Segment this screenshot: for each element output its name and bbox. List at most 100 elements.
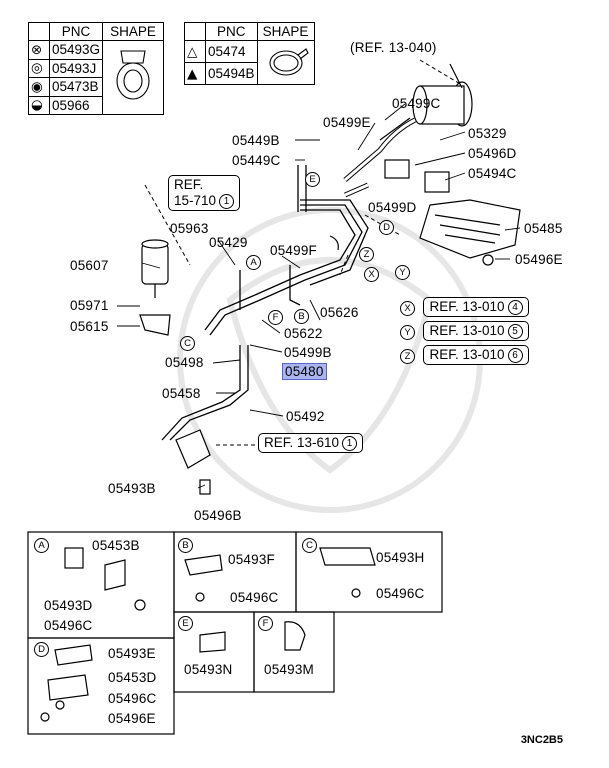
part-label-05485[interactable]: 05485 [524,221,563,236]
ref-index-circle: 4 [507,299,523,315]
protector-plate [419,199,521,266]
part-label-05498[interactable]: 05498 [165,355,204,370]
callout-a: A [246,255,261,270]
part-label-05329[interactable]: 05329 [468,126,507,141]
part-label-05492[interactable]: 05492 [286,409,325,424]
part-label-05449B[interactable]: 05449B [232,133,280,148]
table-row-pnc: 05966 [48,95,104,115]
part-label-05429[interactable]: 05429 [209,235,248,250]
callout-b: B [294,309,309,324]
inset-a-label-1[interactable]: 05453B [92,538,140,553]
leader-lines [117,103,521,489]
ref-13-040-label: (REF. 13-040) [350,40,437,55]
part-label-05626[interactable]: 05626 [320,305,359,320]
table-corner [28,22,50,41]
callout-x: X [400,301,415,316]
part-label-05499D[interactable]: 05499D [368,200,417,215]
part-label-05607[interactable]: 05607 [70,258,109,273]
part-label-05499E[interactable]: 05499E [323,115,371,130]
callout-d: D [379,220,394,235]
part-label-05963[interactable]: 05963 [170,221,209,236]
callout-x-diagram: X [364,267,379,282]
part-label-05496E[interactable]: 05496E [515,252,563,267]
part-label-05496B[interactable]: 05496B [194,508,242,523]
table-row-pnc: 05474 [205,40,258,63]
brackets [139,235,339,495]
inset-d-label-3[interactable]: 05496C [108,691,157,706]
table-row-symbol: ◒ [28,95,50,115]
callout-y-diagram: Y [395,265,410,280]
table-corner [184,22,206,41]
part-label-05458[interactable]: 05458 [162,386,201,401]
inset-e-label-1[interactable]: 05493N [184,662,233,677]
part-label-05499B[interactable]: 05499B [284,345,332,360]
inset-d-label-4[interactable]: 05496E [108,711,156,726]
inset-c-letter: C [302,538,317,553]
part-label-05499C[interactable]: 05499C [392,96,441,111]
table-row-symbol: ◉ [28,77,50,97]
pnc-table-clamps: PNC SHAPE ⊗ 05493G ◎ 05493J ◉ 05473B ◒ 0… [28,22,165,115]
ref-index-circle: 1 [342,435,358,451]
table-row-symbol: ⊗ [28,40,50,60]
clamp-shape-image [102,40,165,115]
inset-d-label-1[interactable]: 05493E [108,646,156,661]
upper-hoses [343,117,450,198]
callout-z: Z [400,349,415,364]
inset-c-label-1[interactable]: 05493H [376,550,425,565]
inset-parts [40,547,376,722]
table-row-symbol: ▲ [184,62,206,85]
part-label-05449C[interactable]: 05449C [232,153,281,168]
part-label-05499F[interactable]: 05499F [270,243,317,258]
inset-f-label-1[interactable]: 05493M [264,662,314,677]
part-label-05622[interactable]: 05622 [284,326,323,341]
diagram-code: 3NC2B5 [520,734,563,746]
part-label-05496D[interactable]: 05496D [468,146,517,161]
inset-frames [27,531,443,735]
inset-d-label-2[interactable]: 05453D [108,670,157,685]
callout-z-diagram: Z [359,247,374,262]
ref-text: REF. 13-010 [429,323,505,338]
callout-y: Y [400,325,415,340]
inset-a-letter: A [34,538,49,553]
table-row-pnc: 05493G [48,40,104,60]
part-label-05493B[interactable]: 05493B [108,481,156,496]
part-label-05615[interactable]: 05615 [70,319,109,334]
ref-index-circle: 6 [507,347,523,363]
callout-c: C [180,336,195,351]
table-row-pnc: 05494B [205,62,258,85]
ref-index-circle: 5 [507,323,523,339]
canister [379,63,473,141]
inset-a-label-2[interactable]: 05493D [44,598,93,613]
table-row-pnc: 05493J [48,58,104,78]
table-header-shape: SHAPE [102,22,165,41]
ref-number: 15-710 [174,193,217,208]
inset-f-letter: F [258,616,273,631]
part-label-05971[interactable]: 05971 [70,298,109,313]
part-label-05480-highlighted[interactable]: 05480 [282,363,327,380]
fuel-pump [141,239,169,298]
inset-b-letter: B [178,538,193,553]
inset-c-label-2[interactable]: 05496C [376,586,425,601]
inset-b-label-2[interactable]: 05496C [230,590,279,605]
ref-text: REF. 13-010 [429,347,505,362]
callout-f: F [268,310,283,325]
inset-e-letter: E [178,616,193,631]
reference-arrows [144,59,463,446]
fuel-tubes [161,165,369,441]
callout-e: E [305,172,320,187]
table-header-pnc: PNC [48,22,104,41]
part-label-05494C[interactable]: 05494C [468,166,517,181]
inset-a-label-3[interactable]: 05496C [44,618,93,633]
ref-index-circle: 1 [219,193,235,209]
table-header-pnc: PNC [205,22,258,41]
ref-text: REF. 13-610 [264,435,340,450]
inset-b-label-1[interactable]: 05493F [228,552,275,567]
